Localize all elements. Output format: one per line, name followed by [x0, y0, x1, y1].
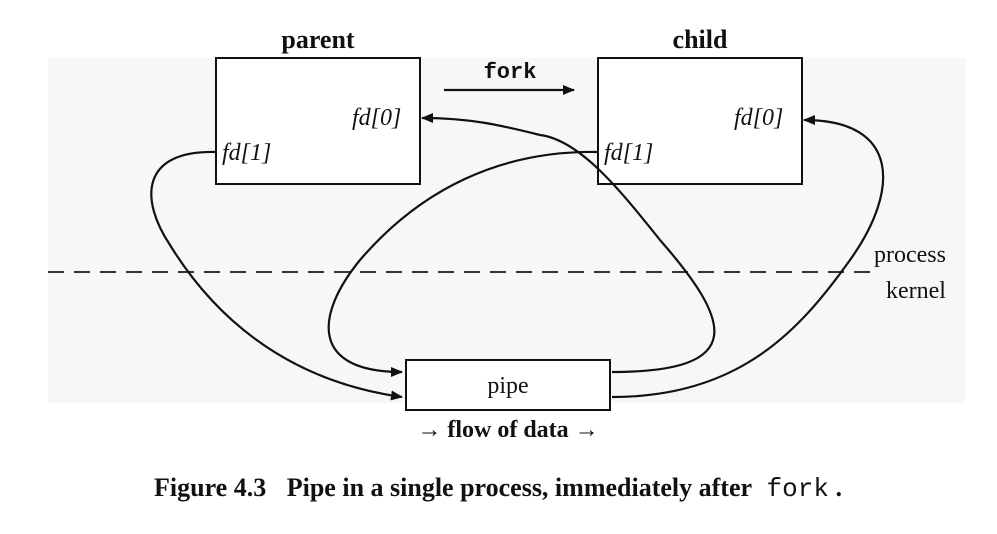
flow-of-data-label: → flow of data →	[417, 417, 598, 443]
caption-code: fork	[767, 474, 829, 504]
parent-process-box	[215, 57, 421, 185]
caption-figure-number: Figure 4.3	[154, 473, 266, 502]
child-label: child	[673, 25, 728, 54]
child-process-box	[597, 57, 803, 185]
diagram-background	[48, 58, 966, 403]
pipe-box	[405, 359, 611, 411]
fork-label: fork	[484, 60, 537, 85]
pipe-label: pipe	[487, 373, 528, 399]
child-fd0-label: fd[0]	[734, 105, 783, 131]
figure-caption: Figure 4.3 Pipe in a single process, imm…	[154, 473, 842, 504]
process-label: process	[874, 242, 946, 268]
parent-fd1-label: fd[1]	[222, 140, 271, 166]
parent-fd1-to-pipe-arrow	[150, 150, 403, 401]
parent-fd0-label: fd[0]	[352, 105, 401, 131]
caption-period: .	[835, 473, 842, 502]
kernel-label: kernel	[886, 278, 946, 304]
pipe-to-parent-fd0-arrow	[421, 113, 716, 374]
child-fd1-label: fd[1]	[604, 140, 653, 166]
child-fd1-to-pipe-arrow	[327, 150, 599, 377]
caption-text: Pipe in a single process, immediately af…	[287, 473, 752, 502]
pipe-to-child-fd0-arrow	[611, 115, 885, 399]
parent-label: parent	[281, 25, 355, 54]
